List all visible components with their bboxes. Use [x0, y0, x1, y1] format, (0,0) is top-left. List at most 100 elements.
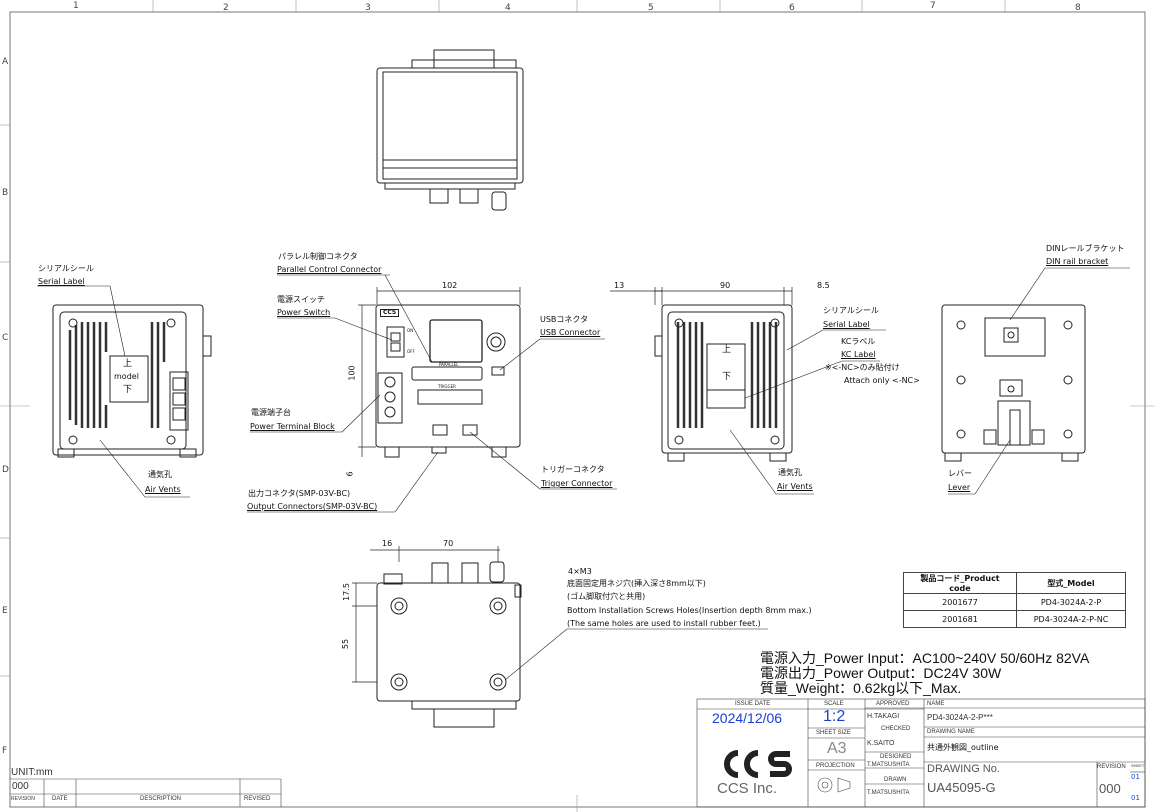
terminal-block-en: Power Terminal Block	[250, 422, 335, 431]
panel-trigger: TRIGGER	[438, 384, 456, 389]
grid-col-5: 5	[648, 3, 654, 13]
revision-label: REVISION	[1097, 764, 1126, 770]
company-name: CCS Inc.	[717, 780, 778, 797]
product-table-header: 製品コード_Product code 型式_Model	[903, 572, 1126, 594]
checked-name: K.SAITO	[867, 740, 895, 747]
unit-label: UNIT:mm	[11, 767, 53, 778]
dim-side-left: 13	[614, 281, 625, 290]
panel-logo: CCS	[380, 309, 400, 317]
screw-size: 4×M3	[568, 567, 592, 576]
product-table-header-model: 型式_Model	[1016, 572, 1126, 594]
kc-label-jp: KCラベル	[841, 337, 876, 346]
panel-off: OFF	[407, 349, 415, 354]
dim-bottom-b: 70	[443, 539, 454, 548]
top-view	[376, 49, 524, 211]
drawn-name: T.MATSUSHITA	[867, 790, 910, 796]
dim-front-foot: 6	[345, 471, 355, 477]
issue-date: 2024/12/06	[712, 710, 783, 726]
rear-view	[941, 304, 1086, 462]
grid-row-b: B	[2, 188, 9, 198]
side-bottom-mark: 下	[722, 372, 732, 382]
power-switch-en: Power Switch	[277, 308, 331, 317]
air-vents-left-en: Air Vents	[145, 485, 181, 494]
issue-date-label: ISSUE DATE	[735, 701, 771, 707]
grid-col-2: 2	[223, 3, 229, 13]
left-side-view	[52, 304, 212, 458]
grid-col-4: 4	[505, 3, 511, 13]
drawing-name-label: DRAWING NAME	[927, 729, 975, 735]
title-block	[10, 698, 1146, 808]
revision-value: 000	[12, 781, 29, 792]
approved-label: APPROVED	[876, 701, 910, 707]
serial-label-right-jp: シリアルシール	[823, 306, 879, 315]
serial-label-left-jp: シリアルシール	[38, 264, 94, 273]
grid-row-d: D	[2, 465, 9, 475]
trigger-connector-jp: トリガーコネクタ	[541, 465, 605, 474]
leader-lines	[37, 267, 1130, 681]
checked-label: CHECKED	[881, 726, 911, 732]
grid-row-a: A	[2, 57, 9, 67]
kc-label-en: KC Label	[841, 350, 876, 359]
panel-on: ON	[407, 328, 414, 333]
dim-side-right: 8.5	[817, 281, 830, 290]
dim-front-height: 100	[347, 365, 357, 381]
screw-desc-en-2: (The same holes are used to install rubb…	[567, 619, 761, 628]
usb-connector-en: USB Connector	[540, 328, 601, 337]
output-connector-jp: 出力コネクタ(SMP-03V-BC)	[248, 489, 351, 498]
designed-label: DESIGNED	[880, 754, 912, 760]
serial-label-right-en: Serial Label	[823, 320, 870, 329]
grid-row-c: C	[2, 333, 9, 343]
drawing-no: UA45095-G	[927, 780, 996, 795]
sheet-size-value: A3	[827, 740, 847, 757]
spec-power-input: 電源入力_Power Input：AC100~240V 50/60Hz 82VA	[760, 650, 1090, 666]
dim-bottom-d: 55	[341, 638, 351, 650]
trigger-connector-en: Trigger Connector	[541, 479, 613, 488]
air-vents-left-jp: 通気孔	[148, 470, 172, 479]
spec-weight: 質量_Weight：0.62kg以下_Max.	[760, 680, 962, 696]
din-bracket-en: DIN rail bracket	[1046, 257, 1109, 266]
date-col-label: DATE	[52, 796, 68, 802]
product-table-row: 2001681 PD4-3024A-2-P-NC	[903, 610, 1126, 628]
designed-name: T.MATSUSHITA	[867, 762, 910, 768]
product-model-cell: PD4-3024A-2-P-NC	[1016, 610, 1126, 628]
panel-parallel: PARALLEL	[439, 362, 459, 367]
air-vents-right-en: Air Vents	[777, 482, 813, 491]
revision-col-label: REVISION	[11, 796, 35, 802]
ccs-logo	[724, 750, 792, 778]
kc-note-en: Attach only <-NC>	[844, 376, 920, 385]
usb-connector-jp: USBコネクタ	[540, 315, 589, 324]
screw-desc-en-1: Bottom Installation Screws Holes(Inserti…	[567, 606, 812, 615]
model-top: 上	[123, 359, 133, 369]
kc-note-jp: ※<-NC>のみ貼付け	[825, 363, 900, 372]
name-label: NAME	[927, 701, 945, 707]
drawing-border	[9, 11, 1146, 808]
description-col-label: DESCRIPTION	[140, 796, 182, 802]
screw-desc-jp-1: 底面固定用ネジ穴(挿入深さ8mm以下)	[567, 579, 706, 588]
parallel-connector-en: Parallel Control Connector	[277, 265, 382, 274]
dim-bottom-a: 16	[382, 539, 393, 548]
parallel-connector-jp: パラレル制御コネクタ	[278, 252, 358, 261]
grid-row-f: F	[2, 746, 8, 756]
model-bottom: 下	[123, 385, 133, 395]
sheet-top: 01	[1131, 773, 1140, 781]
serial-label-left-en: Serial Label	[38, 277, 85, 286]
model-text: model	[114, 372, 139, 381]
grid-col-6: 6	[789, 3, 795, 13]
drawing-name: 共通外観図_outline	[927, 743, 999, 752]
air-vents-right-jp: 通気孔	[778, 468, 802, 477]
product-code-cell: 2001677	[903, 593, 1017, 611]
grid-row-e: E	[2, 606, 8, 616]
right-side-view	[654, 304, 793, 462]
din-bracket-jp: DINレールブラケット	[1046, 244, 1125, 253]
product-table-header-code: 製品コード_Product code	[903, 572, 1017, 594]
screw-desc-jp-2: (ゴム脚取付穴と共用)	[567, 592, 646, 601]
product-code-cell: 2001681	[903, 610, 1017, 628]
revised-col-label: REVISED	[244, 796, 271, 802]
terminal-block-jp: 電源端子台	[251, 408, 291, 417]
dim-front-width: 102	[442, 281, 458, 290]
output-connector-en: Output Connectors(SMP-03V-BC)	[247, 502, 378, 511]
approved-name: H.TAKAGI	[867, 713, 900, 720]
scale-label: SCALE	[824, 701, 844, 707]
dim-side-width: 90	[720, 281, 731, 290]
